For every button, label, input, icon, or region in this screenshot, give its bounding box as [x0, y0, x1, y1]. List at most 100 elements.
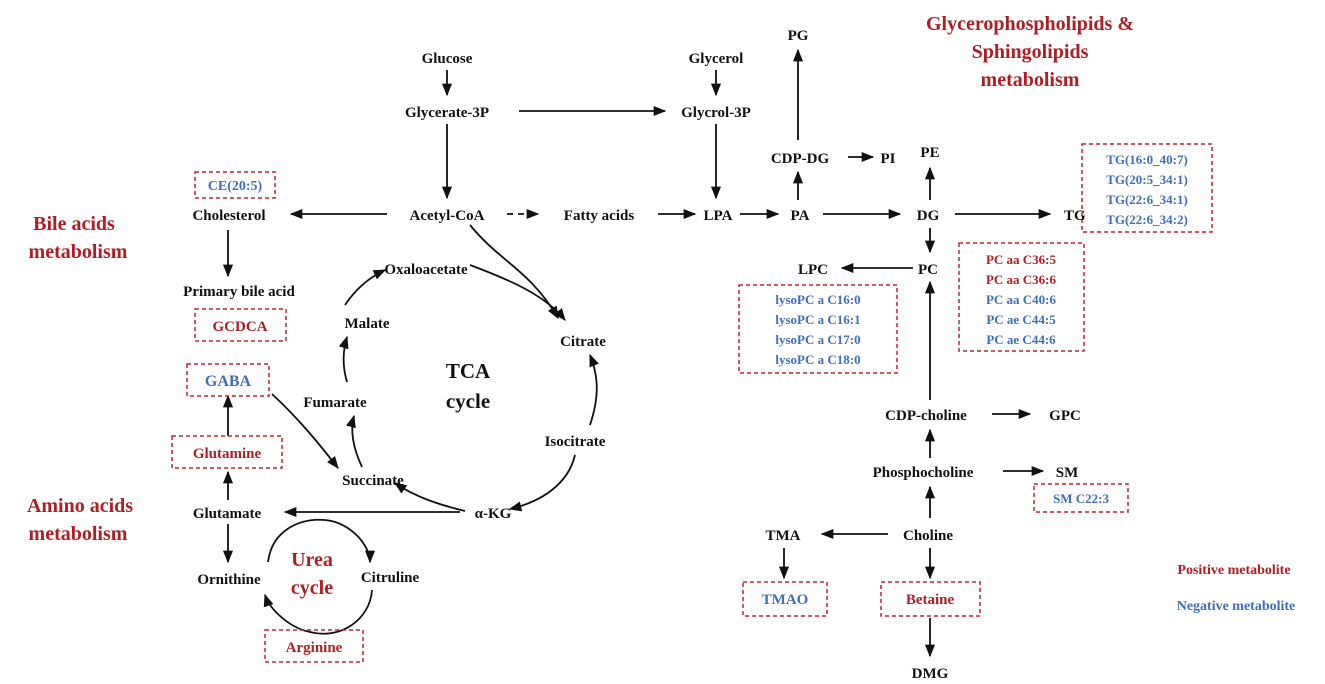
glutamine-box [171, 435, 283, 469]
metabolite-gcdca: GCDCA [213, 319, 268, 335]
node-pe: PE [920, 145, 939, 161]
tca-cycle-line1: TCA [446, 359, 491, 383]
node-pg: PG [788, 28, 809, 44]
node-akg: α-KG [475, 506, 512, 522]
metabolite-boxes [171, 143, 1213, 663]
node-tma: TMA [766, 528, 801, 544]
metabolite-labels: CE(20:5) GCDCA GABA Glutamine Arginine T… [193, 152, 1188, 656]
metabolite-tmao: TMAO [762, 592, 809, 608]
node-pa: PA [791, 208, 810, 224]
section-titles: Glycerophospholipids & Sphingolipids met… [27, 13, 1134, 545]
glycero-title-line3: metabolism [981, 69, 1080, 91]
node-fumarate: Fumarate [303, 395, 367, 411]
node-sm: SM [1056, 465, 1079, 481]
tca-cycle-line2: cycle [446, 389, 490, 413]
gcdca-box [194, 308, 287, 342]
metabolite-pc-5: PC ae C44:6 [986, 332, 1056, 347]
lysopc-box [738, 284, 898, 374]
amino-title-line2: metabolism [29, 523, 128, 545]
glycero-title-line2: Sphingolipids [972, 41, 1089, 63]
metabolite-gaba: GABA [205, 373, 252, 390]
metabolite-sm-c22: SM C22:3 [1053, 491, 1109, 506]
node-lpc: LPC [798, 262, 828, 278]
metabolite-lysopc-4: lysoPC a C18:0 [775, 352, 860, 367]
urea-cycle-line1: Urea [291, 549, 333, 571]
urea-cycle-line2: cycle [291, 577, 333, 599]
metabolite-pc-2: PC aa C36:6 [986, 272, 1057, 287]
node-pi: PI [881, 151, 896, 167]
node-primarybileacid: Primary bile acid [183, 284, 295, 300]
pc-box [958, 242, 1085, 352]
arrow-isocitrate-citrate [589, 353, 599, 426]
cycle-labels: TCA cycle Urea cycle [291, 359, 491, 599]
metabolite-pc-4: PC ae C44:5 [986, 312, 1056, 327]
node-lpa: LPA [704, 208, 733, 224]
arrow-gaba-succinate [271, 393, 339, 469]
metabolite-betaine: Betaine [906, 592, 955, 608]
legend-negative: Negative metabolite [1177, 599, 1296, 614]
gaba-box [186, 363, 270, 397]
node-oxaloacetate: Oxaloacetate [384, 262, 468, 278]
ce-box [194, 171, 276, 199]
node-isocitrate: Isocitrate [545, 434, 606, 450]
sm-box [1033, 483, 1129, 513]
node-acetylcoa: Acetyl-CoA [410, 208, 485, 224]
arrow-oxaloacetate-citrate [469, 264, 566, 321]
metabolite-tg-1: TG(16:0_40:7) [1106, 152, 1188, 167]
metabolite-lysopc-2: lysoPC a C16:1 [775, 312, 860, 327]
metabolite-ce: CE(20:5) [208, 179, 263, 194]
arrow-succinate-fumarate [346, 414, 363, 468]
amino-title-line1: Amino acids [27, 495, 133, 517]
metabolite-arginine: Arginine [286, 640, 343, 656]
glycero-title-line1: Glycerophospholipids & [926, 13, 1134, 35]
node-glutamate: Glutamate [193, 506, 262, 522]
metabolite-pc-1: PC aa C36:5 [986, 252, 1057, 267]
arrow-ornithine-citruline [267, 518, 376, 564]
arrow-malate-oxaloacetate [344, 269, 387, 306]
node-pc: PC [918, 262, 938, 278]
arrow-fumarate-malate [338, 335, 349, 383]
node-succinate: Succinate [342, 473, 404, 489]
metabolite-tg-4: TG(22:6_34:2) [1106, 212, 1188, 227]
node-choline: Choline [903, 528, 953, 544]
node-glucose: Glucose [422, 51, 473, 67]
node-dmg: DMG [912, 666, 949, 682]
betaine-box [880, 581, 981, 617]
node-ornithine: Ornithine [197, 572, 261, 588]
node-cdpcholine: CDP-choline [885, 408, 967, 424]
node-fattyacids: Fatty acids [564, 208, 635, 224]
node-labels: Glucose Glycerate-3P Glycerol Glycrol-3P… [183, 28, 1086, 682]
tg-box [1081, 143, 1213, 233]
node-malate: Malate [345, 316, 390, 332]
metabolite-pc-3: PC aa C40:6 [986, 292, 1057, 307]
node-citruline: Citruline [361, 570, 420, 586]
arrow-akg-succinate [393, 482, 466, 512]
node-glycerol: Glycerol [689, 51, 744, 67]
node-glycrol3p: Glycrol-3P [681, 105, 751, 121]
metabolite-tg-3: TG(22:6_34:1) [1106, 192, 1188, 207]
metabolite-glutamine: Glutamine [193, 446, 262, 462]
node-cdpdg: CDP-DG [771, 151, 830, 167]
bile-title-line2: metabolism [29, 241, 128, 263]
legend-positive: Positive metabolite [1177, 563, 1290, 578]
node-cholesterol: Cholesterol [192, 208, 265, 224]
pathway-arrows [222, 48, 1052, 658]
lysopc-list: lysoPC a C16:0 lysoPC a C16:1 lysoPC a C… [775, 292, 860, 367]
arginine-box [264, 629, 364, 663]
tg-list: TG(16:0_40:7) TG(20:5_34:1) TG(22:6_34:1… [1106, 152, 1188, 227]
node-citrate: Citrate [560, 334, 606, 350]
bile-title-line1: Bile acids [33, 213, 115, 235]
arrow-acetylcoa-citrate [469, 224, 559, 320]
node-glycerate3p: Glycerate-3P [405, 105, 489, 121]
arrow-isocitrate-akg [508, 454, 576, 512]
metabolite-lysopc-3: lysoPC a C17:0 [775, 332, 860, 347]
metabolite-lysopc-1: lysoPC a C16:0 [775, 292, 860, 307]
arrow-citruline-ornithine [263, 589, 373, 635]
node-dg: DG [917, 208, 940, 224]
node-tg: TG [1064, 208, 1086, 224]
pc-list: PC aa C36:5 PC aa C36:6 PC aa C40:6 PC a… [986, 252, 1057, 347]
node-phosphocholine: Phosphocholine [873, 465, 974, 481]
legend: Positive metabolite Negative metabolite [1177, 563, 1296, 614]
tmao-box [742, 581, 828, 617]
